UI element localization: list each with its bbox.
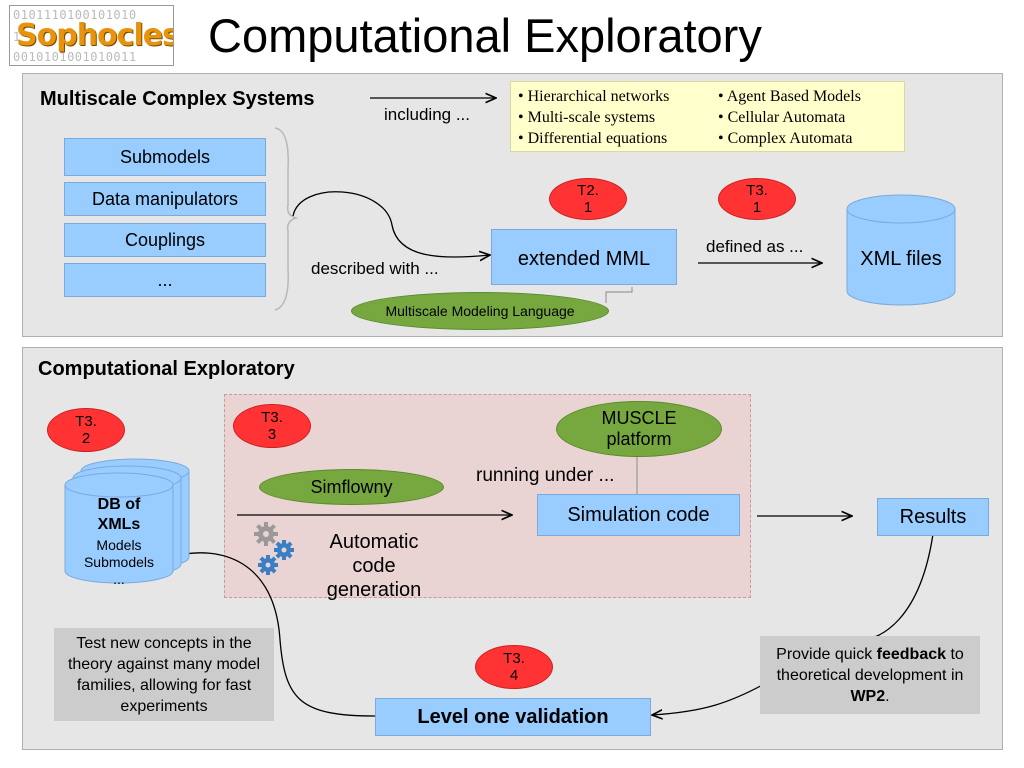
xml-files-cylinder: XML files xyxy=(846,194,956,306)
task-badge-t2-1: T2. 1 xyxy=(549,178,627,220)
system-types-box: • Hierarchical networks • Multi-scale sy… xyxy=(510,81,905,152)
simulation-code-box: Simulation code xyxy=(537,494,740,536)
test-concepts-box: Test new concepts in the theory against … xyxy=(54,628,274,721)
list-item: • Hierarchical networks xyxy=(518,88,670,105)
cylinder-shape xyxy=(846,194,956,306)
bottom-heading: Computational Exploratory xyxy=(38,358,295,380)
feedback-text: Provide quick feedback to theoretical de… xyxy=(776,645,964,705)
couplings-box: Couplings xyxy=(64,223,266,257)
submodels-box: Submodels xyxy=(64,138,266,176)
gears-icon xyxy=(254,522,294,575)
defined-as-label: defined as ... xyxy=(706,237,804,256)
top-heading: Multiscale Complex Systems xyxy=(40,88,315,110)
described-with-label: described with ... xyxy=(311,259,439,278)
logo-bits-top: 0101110100101010 xyxy=(13,8,137,22)
simflowny-ellipse: Simflowny xyxy=(259,469,444,505)
db-of-xmls: DB of XMLs Models Submodels ... xyxy=(64,457,192,589)
sophocles-logo: 0101110100101010 1 0010101001010011 Soph… xyxy=(9,5,174,66)
task-badge-t3-4: T3. 4 xyxy=(475,645,553,689)
muscle-platform-ellipse: MUSCLE platform xyxy=(556,401,722,457)
including-label: including ... xyxy=(384,105,470,124)
automatic-code-generation-label: Automatic code generation xyxy=(326,531,422,601)
list-item: • Agent Based Models xyxy=(718,88,861,105)
data-manipulators-box: Data manipulators xyxy=(64,182,266,216)
logo-bits-mid: 1 xyxy=(13,30,21,44)
mml-ellipse: Multiscale Modeling Language xyxy=(351,292,609,330)
list-item: • Cellular Automata xyxy=(718,109,846,126)
task-badge-t3-2: T3. 2 xyxy=(47,408,125,452)
more-components-box: ... xyxy=(64,263,266,297)
feedback-box: Provide quick feedback to theoretical de… xyxy=(760,636,980,714)
db-stack-shape xyxy=(64,458,190,584)
extended-mml-box: extended MML xyxy=(491,229,677,285)
page-title: Computational Exploratory xyxy=(208,9,762,62)
db-items: Models Submodels ... xyxy=(83,537,155,587)
level-one-validation-box: Level one validation xyxy=(375,698,651,736)
task-badge-t3-3: T3. 3 xyxy=(233,404,311,448)
test-concepts-text: Test new concepts in the theory against … xyxy=(67,634,261,715)
db-title: DB of XMLs xyxy=(97,496,141,533)
list-item: • Multi-scale systems xyxy=(518,109,656,126)
list-item: • Differential equations xyxy=(518,130,668,147)
xml-files-label: XML files xyxy=(860,248,942,270)
list-item: • Complex Automata xyxy=(718,130,853,147)
results-box: Results xyxy=(877,498,989,536)
logo-bits-bottom: 0010101001010011 xyxy=(13,50,137,64)
running-under-label: running under ... xyxy=(476,465,615,486)
logo-word: Sophocles xyxy=(16,18,174,53)
task-badge-t3-1: T3. 1 xyxy=(718,178,796,220)
